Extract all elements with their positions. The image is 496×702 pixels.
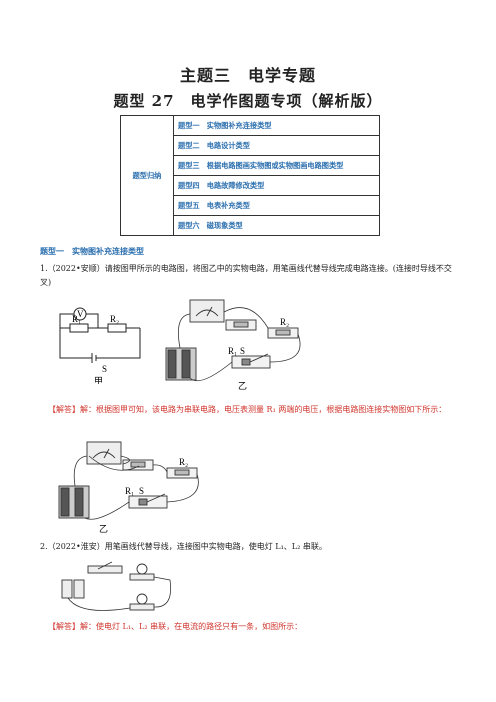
switch-label-ans: S (139, 486, 144, 496)
type-item: 题型一 实物图补充连接类型 (173, 115, 380, 136)
type-item: 题型五 电表补充类型 (173, 195, 380, 216)
type-item: 题型三 根据电路图画实物图或实物图画电路图类型 (173, 155, 380, 176)
r2-label: R₂ (110, 314, 119, 324)
voltmeter-label: V (77, 309, 84, 319)
answer-1: 【解答】解：根据图甲可知，该电路为串联电路，电压表测量 R₁ 两端的电压，根据电… (48, 405, 447, 414)
question-1: 1.（2022•安顺）请按图甲所示的电路图，将图乙中的实物电路，用笔画线代替导线… (40, 264, 452, 287)
question-2: 2.（2022•淮安）用笔画线代替导线，连接图中实物电路，使电灯 L₁、L₂ 串… (40, 542, 327, 551)
physical-circuit-yi: R₂ R₁ S 乙 (165, 299, 301, 391)
fig-jia-label: 甲 (94, 376, 103, 384)
lamp-circuit-2 (61, 561, 172, 611)
switch-label-yi: S (240, 346, 245, 356)
r1-label: R₁ (72, 314, 81, 324)
fig-yi-label: 乙 (238, 381, 247, 391)
summary-table: 题型归纳 题型一 实物图补充连接类型 题型二 电路设计类型 题型三 根据电路图画… (120, 115, 380, 236)
switch-label: S (102, 364, 107, 374)
circuit-diagram-jia: V R₁ R₂ S 甲 (59, 307, 141, 384)
page-subtitle: 题型 27 电学作图题专项（解析版） (113, 92, 383, 110)
section-heading: 题型一 实物图补充连接类型 (40, 246, 144, 256)
type-item: 题型二 电路设计类型 (173, 135, 380, 156)
type-item: 题型六 磁现象类型 (173, 215, 380, 236)
r2-label-ans: R₂ (179, 457, 188, 467)
r1-label-yi: R₁ (228, 346, 237, 356)
answer-circuit-1: R₂ R₁ S 乙 (58, 441, 199, 534)
summary-label: 题型归纳 (120, 115, 174, 236)
page-title: 主题三 电学专题 (179, 66, 316, 85)
type-item: 题型四 电路故障修改类型 (173, 175, 380, 196)
r2-label-yi: R₂ (280, 317, 289, 327)
answer-2: 【解答】解：使电灯 L₁、L₂ 串联，在电流的路径只有一条，如图所示： (48, 622, 303, 631)
fig-yi-label-ans: 乙 (99, 524, 108, 534)
r1-label-ans: R₁ (125, 486, 134, 496)
